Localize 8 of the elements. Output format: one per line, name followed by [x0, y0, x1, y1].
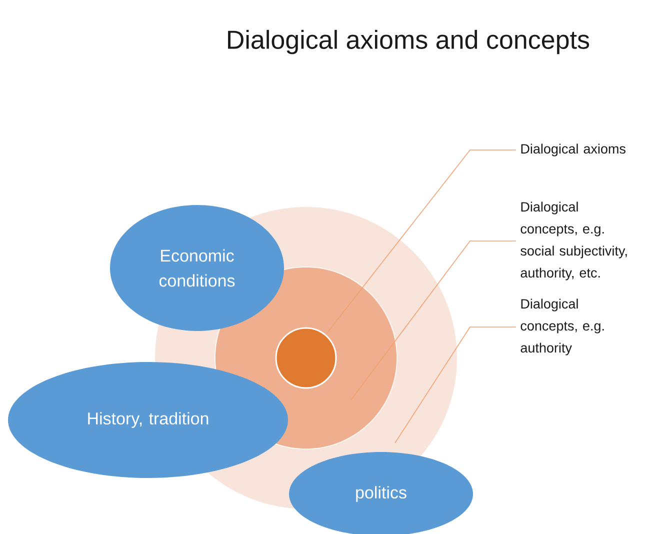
- leader-line: [394, 326, 516, 444]
- leader-line: [326, 150, 516, 334]
- title: Dialogical axioms and concepts: [228, 30, 590, 54]
- inner-circle: [275, 327, 337, 389]
- callout-text: Dialogical axioms: [521, 144, 626, 156]
- leader-line: [350, 240, 516, 400]
- callout-text: Dialogical concepts, e.g. social subjectivity, authority, etc.: [520, 202, 627, 280]
- callout-text: Dialogical concepts, e.g. authority: [520, 298, 604, 356]
